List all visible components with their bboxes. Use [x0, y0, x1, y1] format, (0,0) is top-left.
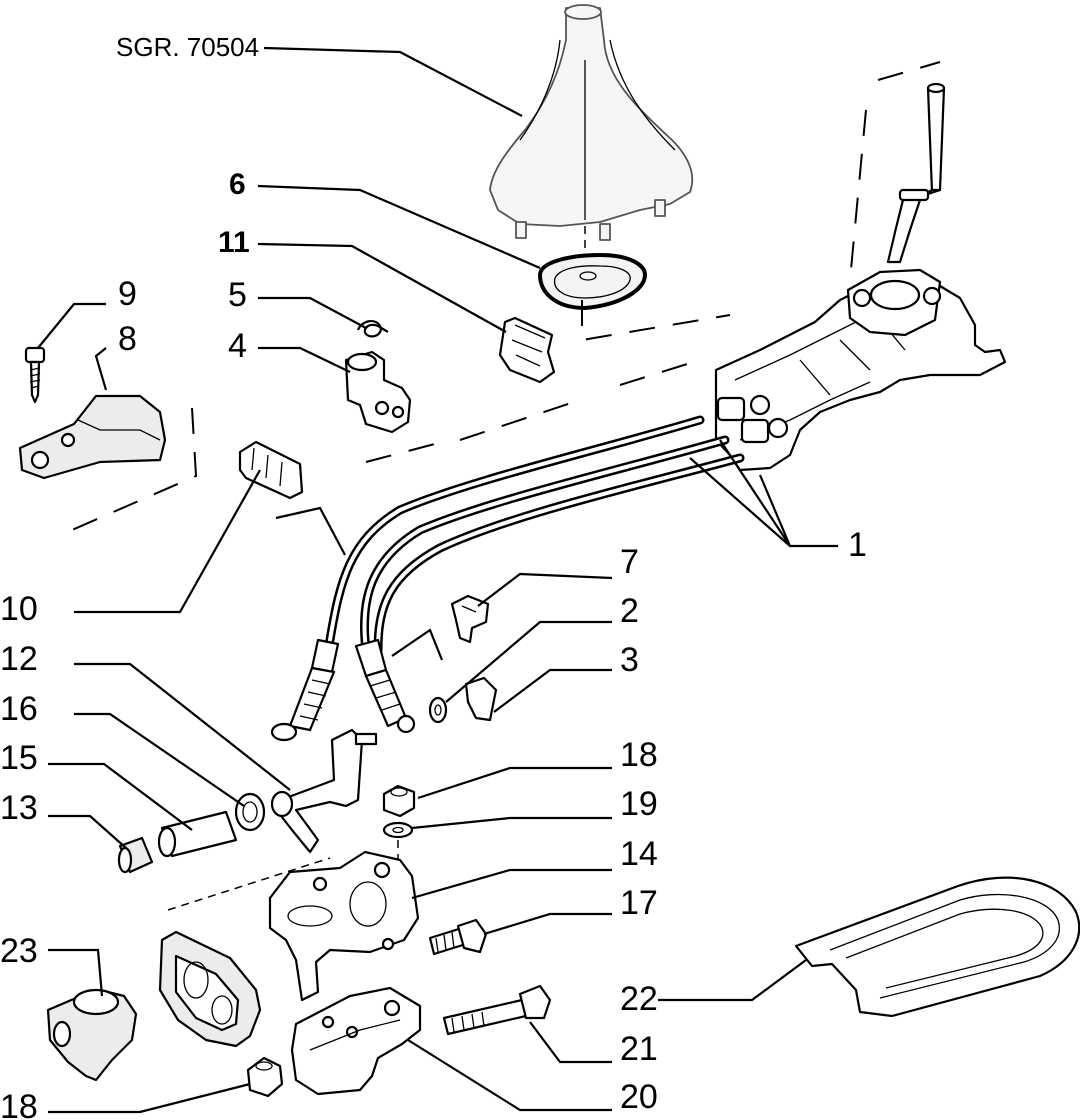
gear-lever-boot-part: [489, 4, 694, 241]
callout-21: 21: [620, 1030, 658, 1068]
callout-8: 8: [118, 320, 137, 358]
callout-11: 11: [218, 226, 250, 259]
spring-clip-part: [356, 320, 389, 338]
spring-clip-small-part: [464, 676, 498, 722]
callout-18-lower: 18: [0, 1088, 38, 1120]
gearshift-housing-part: [714, 268, 1007, 472]
callout-5: 5: [228, 276, 247, 314]
retaining-clip-part: [450, 594, 490, 644]
u-trim-part: [794, 876, 1080, 1018]
washer-part: [428, 696, 448, 724]
cover-plate-part: [18, 394, 167, 480]
spacer-tube-part: [157, 810, 238, 858]
callout-18-upper: 18: [620, 736, 658, 774]
rubber-frame-part: [158, 930, 262, 1048]
nut-lower-part: [246, 1056, 284, 1098]
callout-7: 7: [620, 543, 639, 581]
callout-17: 17: [620, 884, 658, 922]
bolt-17-part: [428, 918, 488, 956]
block-bracket-part: [344, 350, 412, 434]
callout-22: 22: [620, 980, 658, 1018]
nut-upper-part: [382, 784, 416, 818]
callout-9: 9: [118, 275, 137, 313]
end-bushing-part: [117, 836, 154, 874]
cable-clamp-part: [238, 440, 304, 500]
callout-10: 10: [0, 590, 38, 628]
selector-cables-part: [270, 415, 745, 742]
callout-2: 2: [620, 592, 639, 630]
callout-19: 19: [620, 785, 658, 823]
small-bolt-part: [24, 346, 46, 404]
rubber-mount-part: [46, 988, 138, 1082]
clip-part: [498, 316, 556, 384]
washer-19-part: [382, 821, 414, 839]
callout-12: 12: [0, 640, 38, 678]
callout-1: 1: [848, 526, 867, 564]
bolt-21-part: [442, 984, 552, 1036]
callout-23: 23: [0, 932, 38, 970]
callout-4: 4: [228, 327, 247, 365]
lever-arm-part: [270, 728, 378, 854]
callout-15: 15: [0, 739, 38, 777]
reference-code-label: SGR. 70504: [116, 32, 259, 62]
callout-3: 3: [620, 641, 639, 679]
callout-20: 20: [620, 1078, 658, 1116]
callout-6: 6: [229, 168, 246, 201]
callout-16: 16: [0, 690, 38, 728]
leader-lines: [37, 46, 838, 1114]
gasket-ring-part: [537, 252, 648, 311]
callout-13: 13: [0, 789, 38, 827]
gear-lever-rod-part: [886, 82, 946, 264]
lower-bracket-part: [290, 986, 422, 1096]
bushing-part: [234, 792, 266, 832]
mounting-bracket-part: [268, 850, 420, 1002]
callout-14: 14: [620, 835, 658, 873]
